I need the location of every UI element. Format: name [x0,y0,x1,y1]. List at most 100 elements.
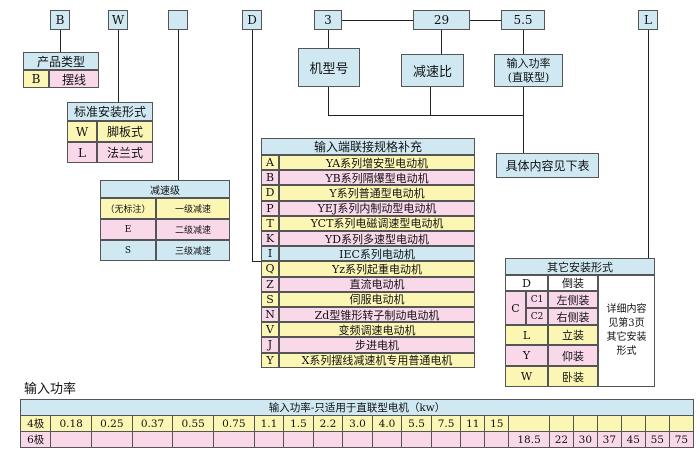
power-table-header: 输入功率-只适用于直联型电机（kw） [20,399,694,416]
reduction-text-2: 二级减速 [156,219,230,240]
other-mount-text-y: 仰装 [548,345,598,366]
power-label-6pole: 6极 [19,431,52,448]
other-mount-code-c: C [505,291,526,325]
code-box-ratio: 29 [413,10,470,30]
power-cell-6pole: 55 [644,431,670,448]
input-spec-code: J [261,337,279,353]
power-cell-empty [131,431,174,448]
input-spec-text: Y系列普通型电动机 [279,185,475,201]
input-spec-code: B [261,170,279,186]
input-spec-code: Z [261,276,279,292]
power-label-4pole: 4极 [19,415,52,432]
power-cell-empty [460,431,486,448]
input-spec-text: Yz系列起重电动机 [279,261,475,277]
power-cell-empty [401,431,432,448]
input-spec-text: 步进电机 [279,337,475,353]
power-box: 输入功率 (直联型) [494,54,563,87]
power-cell-6pole: 37 [596,431,622,448]
mount-std-code-w: W [67,121,97,142]
other-mount-text-w: 卧装 [548,366,598,387]
code-box-reduction [168,10,188,30]
input-spec-code: T [261,215,279,231]
code-box-product: B [50,10,70,30]
code-box-power: 5.5 [501,10,545,30]
power-cell-empty [668,415,695,432]
input-spec-text: YB系列隔爆型电动机 [279,170,475,186]
other-mount-sub-c2: C2 [526,308,548,325]
reduction-text-3: 三级减速 [156,240,230,261]
product-type-header: 产品类型 [23,52,99,70]
code-box-input: D [242,10,262,30]
power-cell-4pole: 0.37 [131,415,174,432]
input-spec-text: YCT系列电磁调速型电动机 [279,215,475,231]
power-cell-6pole: 22 [548,431,574,448]
input-spec-code: P [261,200,279,216]
reduction-header: 减速级 [100,180,230,198]
ratio-box: 减速比 [401,54,464,87]
power-cell-empty [548,415,574,432]
other-mount-code-d: D [505,275,548,291]
power-cell-empty [213,431,255,448]
other-mount-header: 其它安装形式 [505,258,655,275]
power-table-title: 输入功率 [24,382,77,397]
other-mount-code-l: L [505,325,548,345]
reduction-code-3: S [100,240,156,261]
input-spec-code: V [261,322,279,338]
input-spec-code: I [261,246,279,262]
power-box-line2: (直联型) [507,70,550,84]
power-cell-6pole: 45 [620,431,646,448]
mount-std-header: 标准安装形式 [67,102,153,121]
input-spec-text: 变频调速电动机 [279,322,475,338]
other-mount-note-line1: 详细内容 [606,304,647,315]
input-spec-code: A [261,155,279,171]
input-spec-code: K [261,231,279,247]
power-cell-4pole: 7.5 [430,415,462,432]
input-spec-code: D [261,185,279,201]
power-cell-4pole: 15 [484,415,510,432]
input-spec-text: YEJ系列内制动型电动机 [279,200,475,216]
power-cell-empty [91,431,133,448]
power-cell-empty [644,415,670,432]
power-table-header-row: 输入功率-只适用于直联型电机（kw） [20,399,694,416]
power-box-line1: 输入功率 [506,56,551,70]
product-type-code: B [23,70,49,88]
power-cell-empty [620,415,646,432]
power-cell-4pole: 5.5 [401,415,432,432]
power-cell-4pole: 0.55 [172,415,215,432]
mount-std-text-w: 脚板式 [97,121,153,142]
power-cell-empty [50,431,92,448]
power-cell-4pole: 1.5 [283,415,314,432]
input-spec-code: Y [261,352,279,368]
power-cell-4pole: 0.18 [50,415,92,432]
code-box-mount: W [108,10,128,30]
power-cell-empty [172,431,215,448]
other-mount-note-line2: 见第3页 [608,318,645,329]
mount-std-code-l: L [67,142,97,163]
power-cell-empty [572,415,598,432]
power-cell-4pole: 0.75 [213,415,255,432]
power-cell-empty [371,431,403,448]
other-mount-note-line4: 形式 [616,346,637,357]
reduction-code-1: （无标注） [100,198,156,219]
power-cell-empty [484,431,510,448]
other-mount-text-d: 倒装 [548,275,598,291]
power-cell-empty [430,431,462,448]
other-mount-text-c2: 右侧装 [548,308,598,325]
power-cell-4pole: 4.0 [371,415,403,432]
reduction-code-2: E [100,219,156,240]
input-spec-text: YA系列增安型电动机 [279,155,475,171]
power-cell-6pole: 18.5 [508,431,550,448]
power-cell-4pole: 2.2 [312,415,344,432]
input-spec-text: YD系列多速型电动机 [279,231,475,247]
other-mount-text-l: 立装 [548,325,598,345]
power-cell-4pole: 11 [460,415,486,432]
power-cell-empty [283,431,314,448]
other-mount-note: 详细内容 见第3页 其它安装 形式 [598,275,655,387]
mount-std-text-l: 法兰式 [97,142,153,163]
input-spec-text: Zd型锥形转子制动电动机 [279,307,475,323]
reduction-text-1: 一级减速 [156,198,230,219]
input-spec-text: X系列摆线减速机专用普通电机 [279,352,475,368]
other-mount-code-w: W [505,366,548,387]
